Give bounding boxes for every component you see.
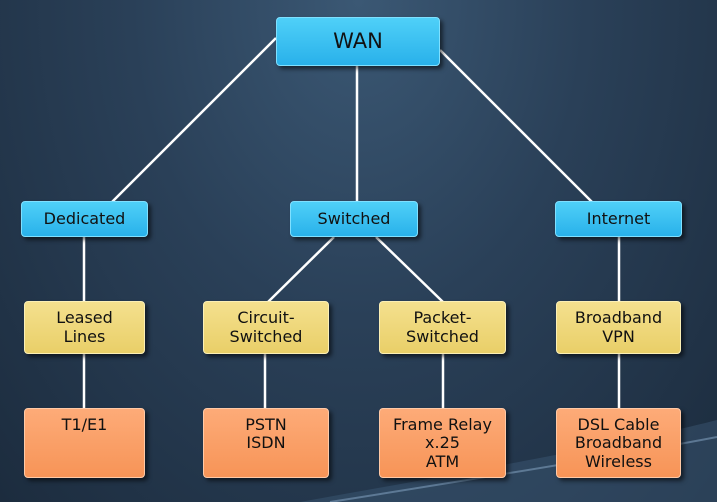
- node-leased-lines: Leased Lines: [24, 301, 145, 354]
- node-wan: WAN: [276, 17, 440, 66]
- node-broadband-vpn-label: Broadband VPN: [574, 308, 663, 346]
- node-t1-e1: T1/E1: [24, 408, 145, 478]
- node-dsl-cable: DSL Cable Broadband Wireless: [556, 408, 681, 478]
- node-dedicated-label: Dedicated: [43, 208, 126, 228]
- node-internet-label: Internet: [586, 208, 651, 228]
- node-broadband-vpn: Broadband VPN: [556, 301, 681, 354]
- node-switched-label: Switched: [317, 208, 391, 228]
- node-switched: Switched: [290, 201, 418, 237]
- node-dsl-cable-label: DSL Cable Broadband Wireless: [574, 415, 663, 471]
- node-leased-lines-label: Leased Lines: [56, 308, 113, 346]
- node-frame-relay: Frame Relay x.25 ATM: [379, 408, 506, 478]
- node-dedicated: Dedicated: [21, 201, 148, 237]
- node-packet-switched: Packet- Switched: [379, 301, 506, 354]
- node-circuit-switched: Circuit- Switched: [203, 301, 329, 354]
- node-frame-relay-label: Frame Relay x.25 ATM: [393, 415, 492, 471]
- node-wan-label: WAN: [333, 29, 383, 54]
- node-internet: Internet: [555, 201, 682, 237]
- node-t1-e1-label: T1/E1: [61, 415, 108, 434]
- node-circuit-switched-label: Circuit- Switched: [229, 308, 303, 346]
- node-pstn-isdn: PSTN ISDN: [203, 408, 329, 478]
- connector-switched-packet: [375, 236, 444, 303]
- connector-wan-dedicated: [111, 37, 277, 203]
- node-packet-switched-label: Packet- Switched: [406, 308, 479, 346]
- node-pstn-isdn-label: PSTN ISDN: [245, 415, 287, 453]
- connector-wan-internet: [439, 49, 593, 203]
- connector-switched-circuit: [267, 236, 335, 303]
